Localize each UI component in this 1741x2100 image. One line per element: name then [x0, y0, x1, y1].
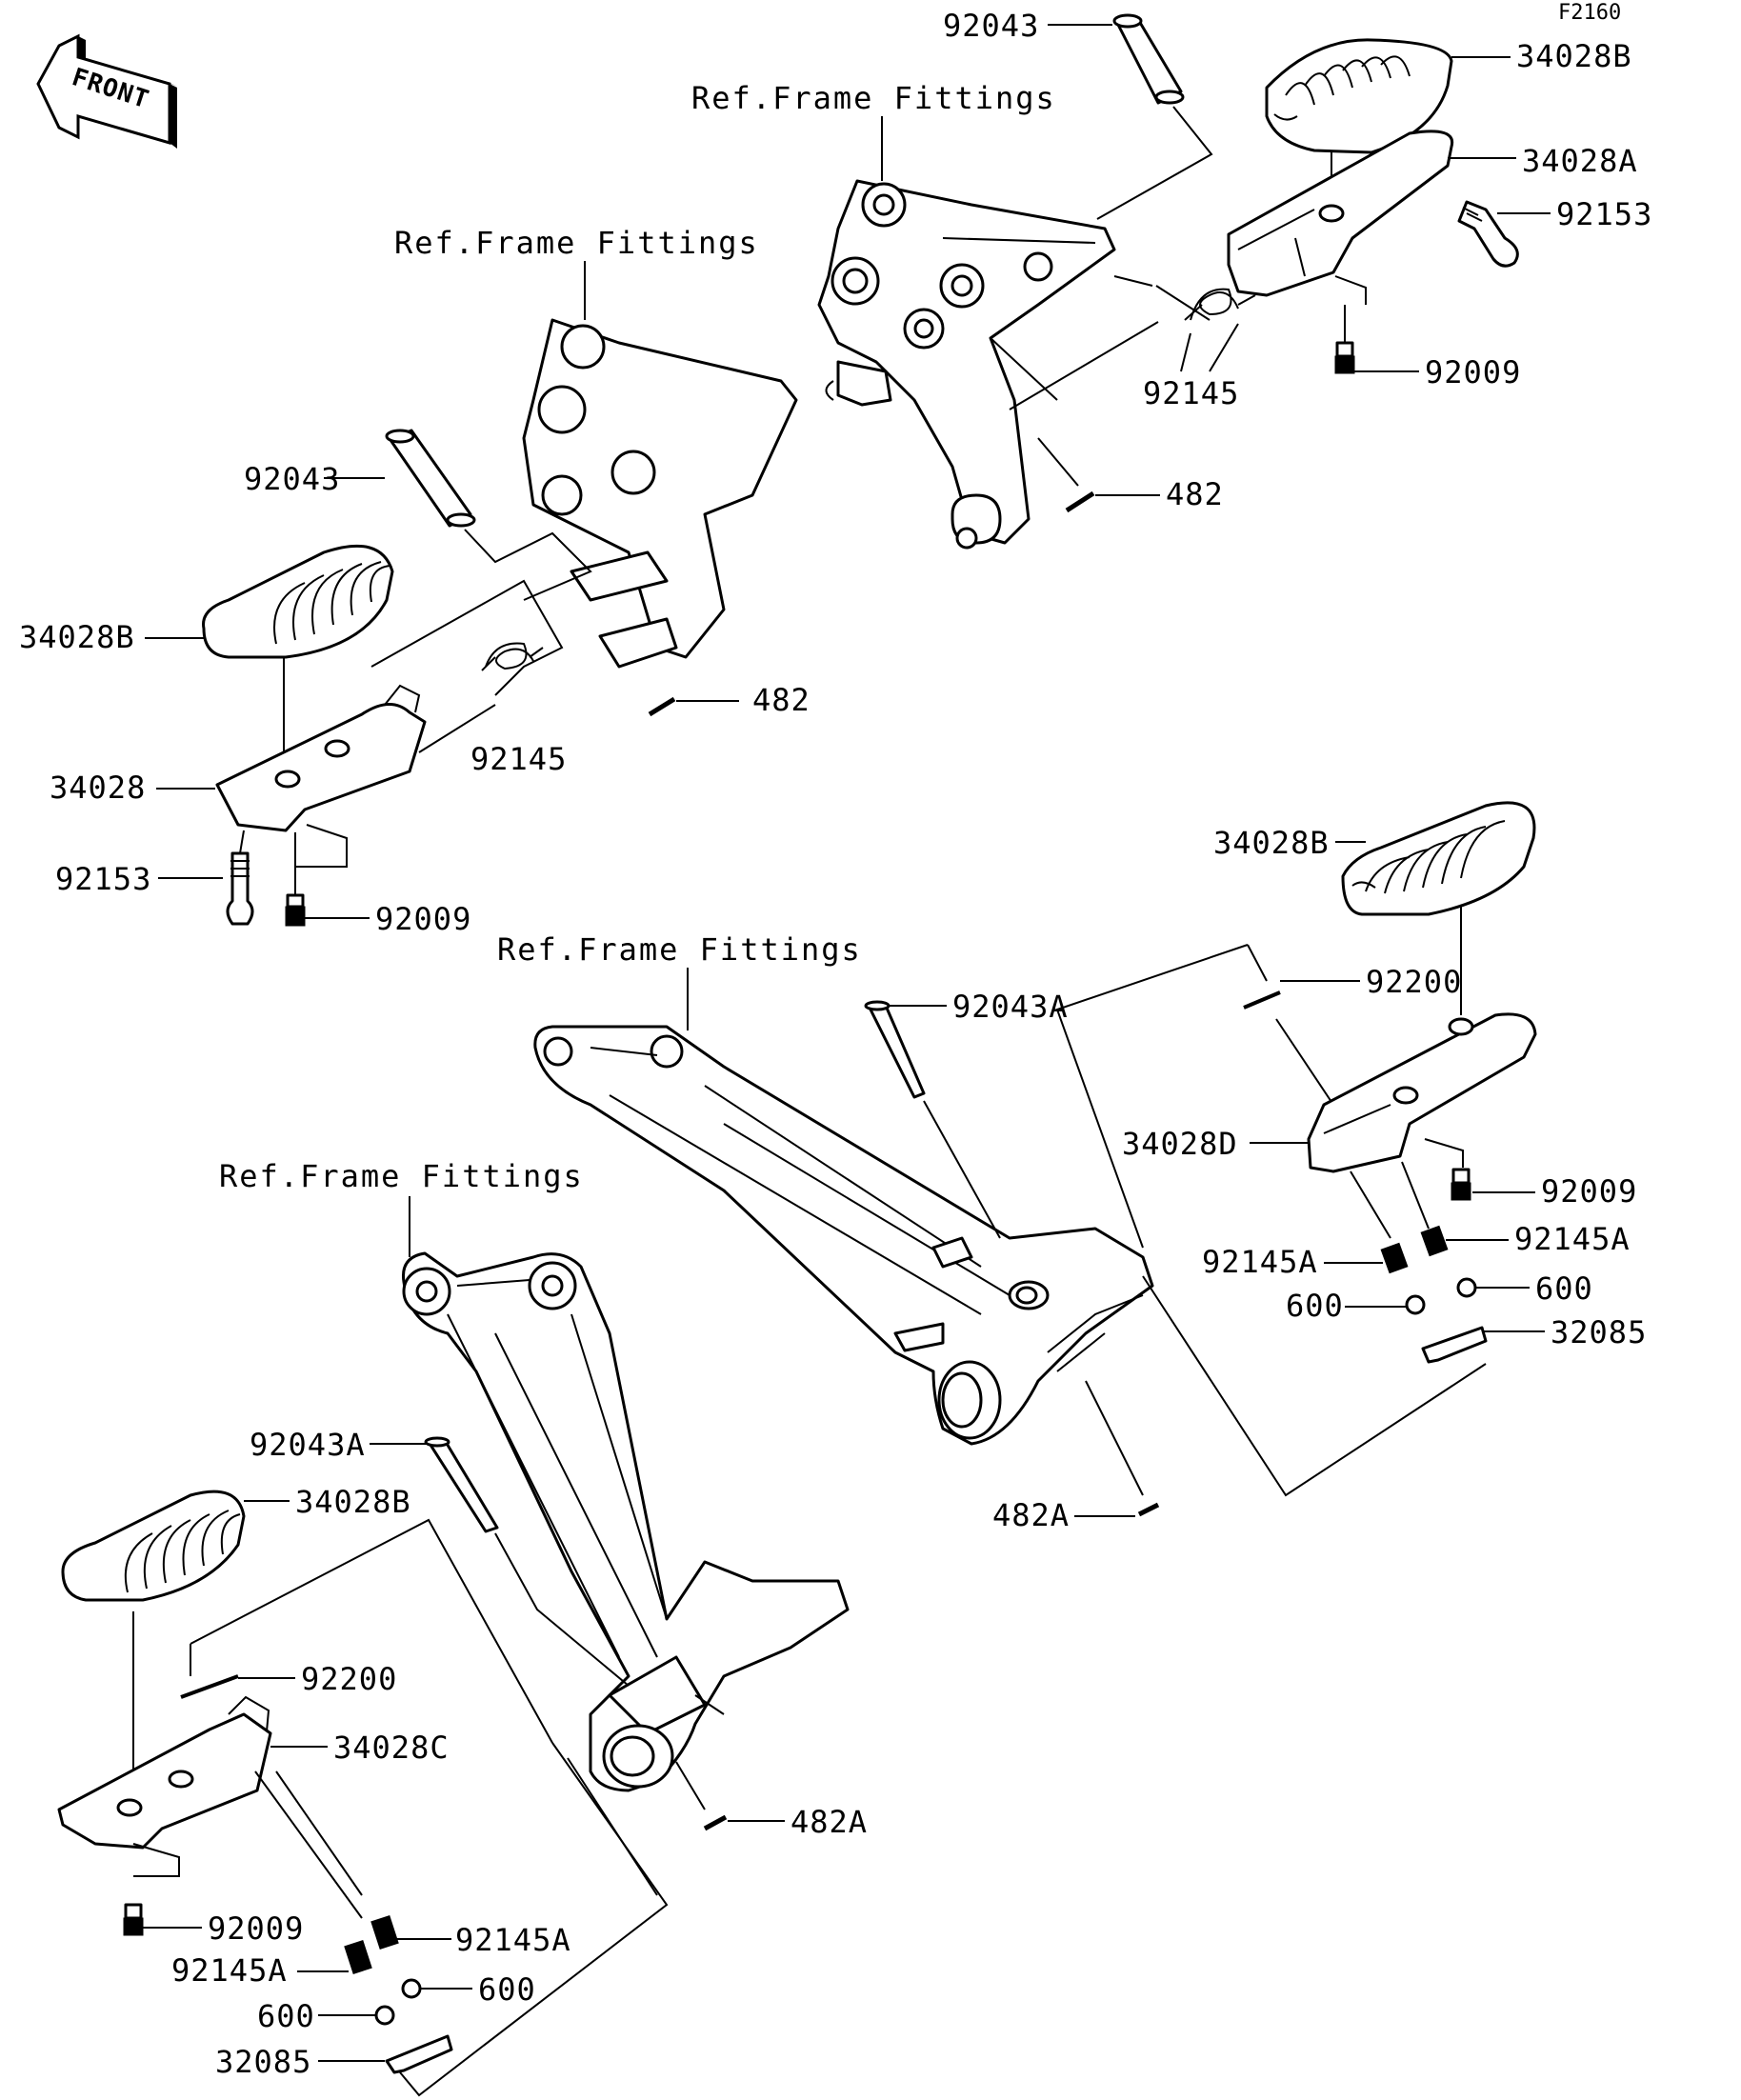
label-92145-left: 92145	[470, 741, 567, 777]
frame-bracket-left-upper	[522, 318, 798, 669]
bolt-92153-top-right	[1457, 200, 1519, 268]
bolt-92009-top-right	[1334, 341, 1355, 374]
label-34028B-top-right: 34028B	[1516, 38, 1632, 74]
label-92043-left: 92043	[244, 461, 340, 497]
bolt-92009-bottom-left	[123, 1903, 144, 1936]
label-92043-top: 92043	[943, 8, 1039, 44]
plate-32085-bottom-left	[385, 2034, 453, 2074]
frame-bracket-top-right	[817, 179, 1116, 550]
label-92153-left: 92153	[55, 861, 151, 897]
label-482A-bottom-left: 482A	[790, 1804, 868, 1840]
clip-482A-right	[1137, 1502, 1160, 1517]
label-34028B-right: 34028B	[1213, 825, 1330, 861]
label-600-right-upper: 600	[1535, 1270, 1593, 1307]
label-92200-right: 92200	[1366, 964, 1462, 1000]
label-92145A-bottom-left-lower: 92145A	[171, 1952, 288, 1989]
ball-600-right-lower	[1405, 1294, 1426, 1315]
ball-600-bottom-left-lower	[374, 2005, 395, 2026]
label-34028C: 34028C	[333, 1730, 450, 1766]
footpeg-34028D	[1307, 1012, 1537, 1173]
label-32085-right: 32085	[1551, 1314, 1647, 1350]
label-482A-right: 482A	[992, 1497, 1070, 1533]
spring-92145A-bottom-left-upper	[370, 1915, 399, 1950]
figure-id: F2160	[1558, 1, 1621, 25]
clip-92200-right	[1243, 990, 1281, 1010]
label-92009-right: 92009	[1541, 1173, 1637, 1210]
ball-600-right-upper	[1456, 1277, 1477, 1298]
pin-92043A-right	[864, 1000, 926, 1099]
label-92009-left: 92009	[375, 901, 471, 937]
ref-label-left-upper: Ref.Frame Fittings	[394, 225, 759, 261]
spring-92145A-right-upper	[1420, 1225, 1449, 1257]
label-92200-bottom-left: 92200	[301, 1661, 397, 1697]
label-92153-top-right: 92153	[1556, 196, 1652, 232]
spring-92145A-bottom-left-lower	[344, 1940, 372, 1974]
label-92043A-right: 92043A	[952, 989, 1069, 1025]
label-92009-bottom-left: 92009	[208, 1910, 304, 1947]
ref-label-left-lower: Ref.Frame Fittings	[219, 1158, 584, 1194]
frame-bracket-left-lower	[401, 1251, 850, 1792]
footpeg-rubber-34028B-bottom-left	[61, 1490, 246, 1602]
label-92009-top-right: 92009	[1425, 354, 1521, 390]
label-482-left: 482	[752, 682, 810, 718]
pin-92043A-left	[424, 1436, 499, 1533]
pin-92043-top	[1112, 13, 1185, 105]
footpeg-34028A	[1227, 130, 1454, 297]
ball-600-bottom-left-upper	[401, 1978, 422, 1999]
label-34028: 34028	[50, 770, 146, 806]
pin-92043-left	[385, 429, 476, 528]
footpeg-rubber-34028B-top	[1265, 38, 1453, 154]
label-600-right-lower: 600	[1286, 1288, 1344, 1324]
clip-482-top-right	[1065, 490, 1095, 513]
label-34028B-left: 34028B	[19, 619, 135, 655]
bolt-92009-right	[1451, 1168, 1471, 1201]
label-32085-bottom-left: 32085	[215, 2044, 311, 2080]
label-482-top-right: 482	[1166, 476, 1224, 512]
label-34028B-bottom-left: 34028B	[295, 1484, 411, 1520]
spring-92145A-right-lower	[1380, 1242, 1409, 1274]
plate-32085-right	[1421, 1326, 1488, 1364]
label-92145A-bottom-left-upper: 92145A	[455, 1922, 571, 1958]
label-34028A: 34028A	[1522, 143, 1638, 179]
label-600-bottom-left-upper: 600	[478, 1971, 536, 2008]
footpeg-34028-left	[215, 684, 427, 832]
label-92043A-left: 92043A	[250, 1427, 366, 1463]
label-92145-top-right: 92145	[1143, 375, 1239, 411]
label-600-bottom-left-lower: 600	[257, 1998, 315, 2034]
front-arrow-icon: FRONT	[36, 33, 177, 149]
footpeg-rubber-34028B-left	[202, 544, 394, 659]
frame-bracket-right-lower	[533, 1025, 1154, 1446]
bolt-92153-left	[226, 851, 254, 926]
label-92145A-right-upper: 92145A	[1514, 1221, 1631, 1257]
footpeg-34028C	[57, 1695, 272, 1850]
spring-92145-left	[481, 642, 544, 671]
label-34028D: 34028D	[1122, 1126, 1238, 1162]
ref-label-right-lower: Ref.Frame Fittings	[497, 931, 862, 968]
bolt-92009-left	[285, 893, 306, 927]
ref-label-top-right: Ref.Frame Fittings	[691, 80, 1056, 116]
clip-92200-bottom-left	[180, 1674, 239, 1699]
spring-92145-top-right	[1184, 288, 1256, 321]
label-92145A-right-lower: 92145A	[1202, 1244, 1318, 1280]
footpeg-rubber-34028B-right	[1341, 801, 1536, 916]
clip-482-left	[648, 696, 676, 717]
clip-482A-bottom-left	[703, 1814, 728, 1831]
